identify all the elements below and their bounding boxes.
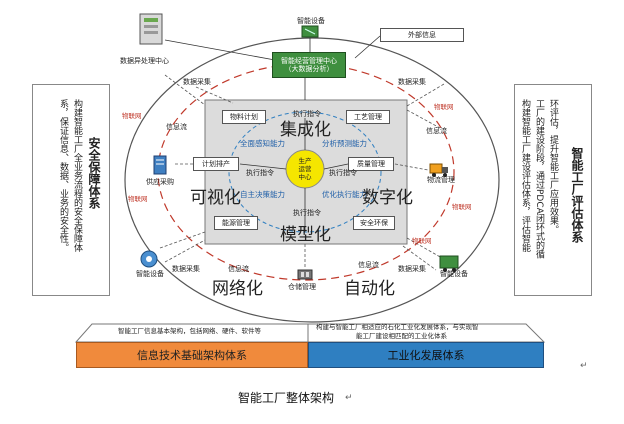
return-mark-1: ↵ [580, 361, 588, 371]
safety-env-box: 安全环保 [353, 216, 395, 230]
flow-data-collect-tr: 数据采集 [398, 78, 426, 86]
fan-device-icon [140, 250, 158, 268]
industry-system-label: 工业化发展体系 [387, 349, 465, 362]
quality-mgmt-box: 质量管理 [348, 157, 394, 171]
external-info-box: 外部信息 [380, 28, 464, 42]
iot-label-b: 物联网 [128, 195, 148, 203]
supply-label: 供应采购 [146, 178, 174, 186]
word-visual: 可视化 [190, 188, 241, 208]
energy-mgmt-box: 能源管理 [214, 216, 258, 230]
capability-prediction: 分析预测能力 [322, 139, 367, 148]
evaluation-panel-line1: 构建智能工厂建设评估体系，评估智能 [520, 99, 530, 252]
word-modular: 模型化 [280, 225, 331, 245]
security-panel-title: 安全保障体系 [87, 137, 101, 209]
flow-info-br: 信息流 [358, 261, 379, 269]
return-mark-2: ↵ [345, 393, 353, 403]
logistics-label: 物流管理 [427, 176, 455, 184]
server-icon [139, 13, 163, 45]
top-device-label: 智能设备 [297, 17, 325, 25]
flow-data-collect-bl: 数据采集 [172, 265, 200, 273]
smart-device-br-label: 智能设备 [440, 270, 468, 278]
capability-execution: 优化执行能力 [322, 190, 367, 199]
supply-icon [153, 155, 167, 175]
management-center-line1: 智能经营管理中心 [281, 56, 337, 65]
evaluation-panel: 构建智能工厂建设评估体系，评估智能 工厂的建设阶段，通过PDCA闭环式的循 环评… [514, 84, 592, 296]
data-center-label: 数据异处理中心 [120, 57, 169, 65]
command-top: 执行指令 [293, 110, 321, 118]
evaluation-panel-line2: 工厂的建设阶段，通过PDCA闭环式的循 [534, 99, 544, 259]
flow-info-left: 信息流 [166, 123, 187, 131]
command-bottom: 执行指令 [293, 209, 321, 217]
word-digital: 数字化 [362, 188, 413, 208]
industry-system-bar: 工业化发展体系 [308, 342, 544, 368]
flow-info-bl: 信息流 [228, 265, 249, 273]
word-network: 网络化 [212, 279, 263, 299]
command-right: 执行指令 [329, 169, 357, 177]
top-device-icon [301, 25, 319, 38]
iot-label-e: 物联网 [412, 237, 432, 245]
flow-data-collect-tl: 数据采集 [183, 78, 211, 86]
plan-schedule-box: 计划排产 [193, 157, 239, 171]
center-circle-text: 生产 运营 中心 [290, 157, 320, 181]
center-line2: 运营 [298, 165, 312, 173]
iot-label-d: 物联网 [452, 203, 472, 211]
iot-label-c: 物联网 [434, 103, 454, 111]
machine-icon [439, 255, 459, 272]
warehouse-icon [297, 269, 313, 280]
security-panel-line2: 系，保证信息、数据、业务的安全性。 [58, 99, 68, 252]
word-automation: 自动化 [344, 279, 395, 299]
iot-label-a: 物联网 [122, 112, 142, 120]
security-panel: 安全保障体系 构建智能工厂全业务流程的安全保障体 系，保证信息、数据、业务的安全… [32, 84, 110, 296]
evaluation-panel-line3: 环评估，提升智能工厂应用效果。 [548, 99, 558, 234]
capability-perception: 全面感知能力 [240, 139, 285, 148]
center-line1: 生产 [298, 157, 312, 165]
warehouse-label: 仓储管理 [288, 283, 316, 291]
bottom-left-text: 智能工厂信息基本架构，包括网络、硬件、软件等 [118, 327, 261, 335]
it-architecture-label: 信息技术基础架构体系 [137, 349, 247, 362]
figure-caption: 智能工厂整体架构 [238, 391, 335, 405]
flow-data-collect-br: 数据采集 [398, 265, 426, 273]
evaluation-panel-title: 智能工厂评估体系 [570, 147, 584, 243]
it-architecture-bar: 信息技术基础架构体系 [76, 342, 308, 368]
command-left: 执行指令 [246, 169, 274, 177]
outer-ellipse [124, 37, 500, 323]
flow-info-right: 信息流 [426, 127, 447, 135]
truck-icon [429, 163, 448, 177]
process-mgmt-box: 工艺管理 [346, 110, 390, 124]
material-plan-box: 物料计划 [222, 110, 266, 124]
bottom-right-text-1: 构建与智能工厂相适应的石化工业化发展体系，与实现智 [316, 323, 479, 331]
smart-device-bl-label: 智能设备 [136, 270, 164, 278]
capability-decision: 自主决策能力 [240, 190, 285, 199]
bottom-right-text-2: 能工厂建设相匹配的工业化体系 [356, 332, 447, 340]
security-panel-line1: 构建智能工厂全业务流程的安全保障体 [72, 99, 82, 252]
word-integration: 集成化 [280, 120, 331, 140]
management-center-box: 智能经营管理中心 （大数据分析） [272, 52, 346, 78]
management-center-line2: （大数据分析） [284, 65, 334, 73]
center-line3: 中心 [298, 173, 312, 181]
